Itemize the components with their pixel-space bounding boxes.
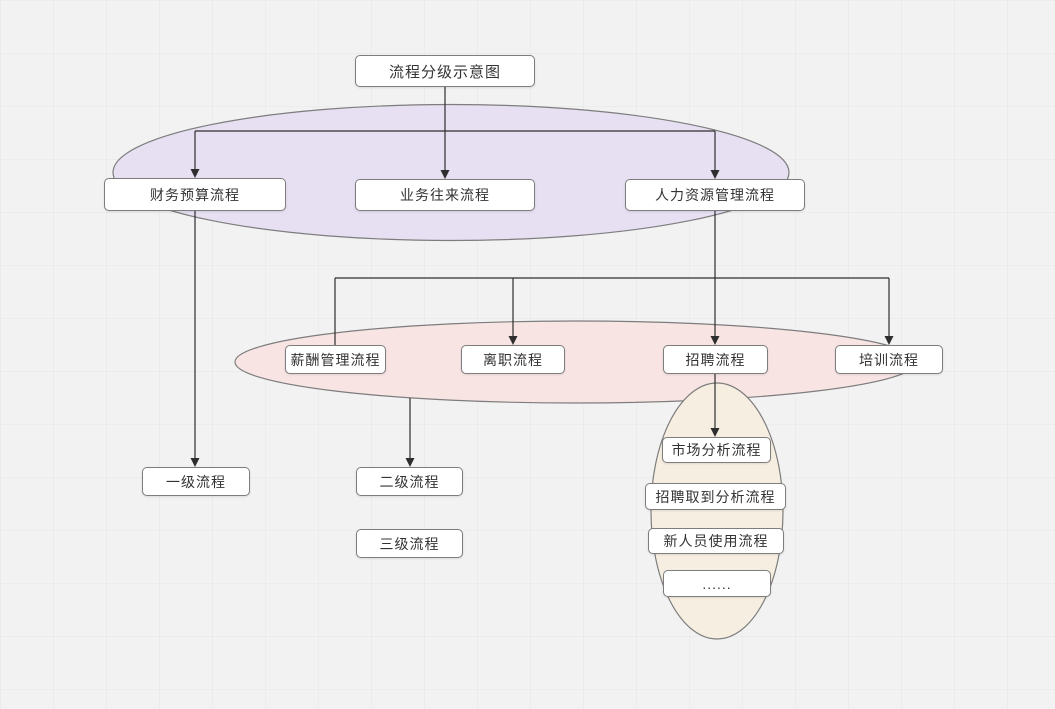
- node-level-3[interactable]: 三级流程: [356, 529, 463, 558]
- node-recruitment[interactable]: 招聘流程: [663, 345, 768, 374]
- tier3-group-ellipse[interactable]: [650, 382, 784, 640]
- node-recruitment-analysis[interactable]: 招聘取到分析流程: [645, 483, 786, 510]
- node-title[interactable]: 流程分级示意图: [355, 55, 535, 87]
- node-level-1[interactable]: 一级流程: [142, 467, 250, 496]
- arrowhead: [405, 458, 415, 467]
- node-level-2[interactable]: 二级流程: [356, 467, 463, 496]
- node-ellipsis[interactable]: ......: [663, 570, 771, 597]
- node-finance-budget[interactable]: 财务预算流程: [104, 178, 286, 211]
- arrowhead: [710, 170, 720, 179]
- arrowhead: [710, 336, 720, 345]
- node-resignation[interactable]: 离职流程: [461, 345, 565, 374]
- arrowhead: [440, 170, 450, 179]
- arrowhead: [710, 428, 720, 437]
- node-hr-management[interactable]: 人力资源管理流程: [625, 179, 805, 211]
- arrowhead: [508, 336, 518, 345]
- arrowhead: [190, 169, 200, 178]
- node-market-analysis[interactable]: 市场分析流程: [662, 437, 771, 463]
- arrowhead: [884, 336, 894, 345]
- node-business-transaction[interactable]: 业务往来流程: [355, 179, 535, 211]
- connector-layer: [190, 87, 894, 467]
- arrowhead: [190, 458, 200, 467]
- tier1-group-ellipse[interactable]: [112, 103, 790, 242]
- node-compensation[interactable]: 薪酬管理流程: [285, 345, 386, 374]
- node-training[interactable]: 培训流程: [835, 345, 943, 374]
- node-new-staff-usage[interactable]: 新人员使用流程: [648, 528, 784, 554]
